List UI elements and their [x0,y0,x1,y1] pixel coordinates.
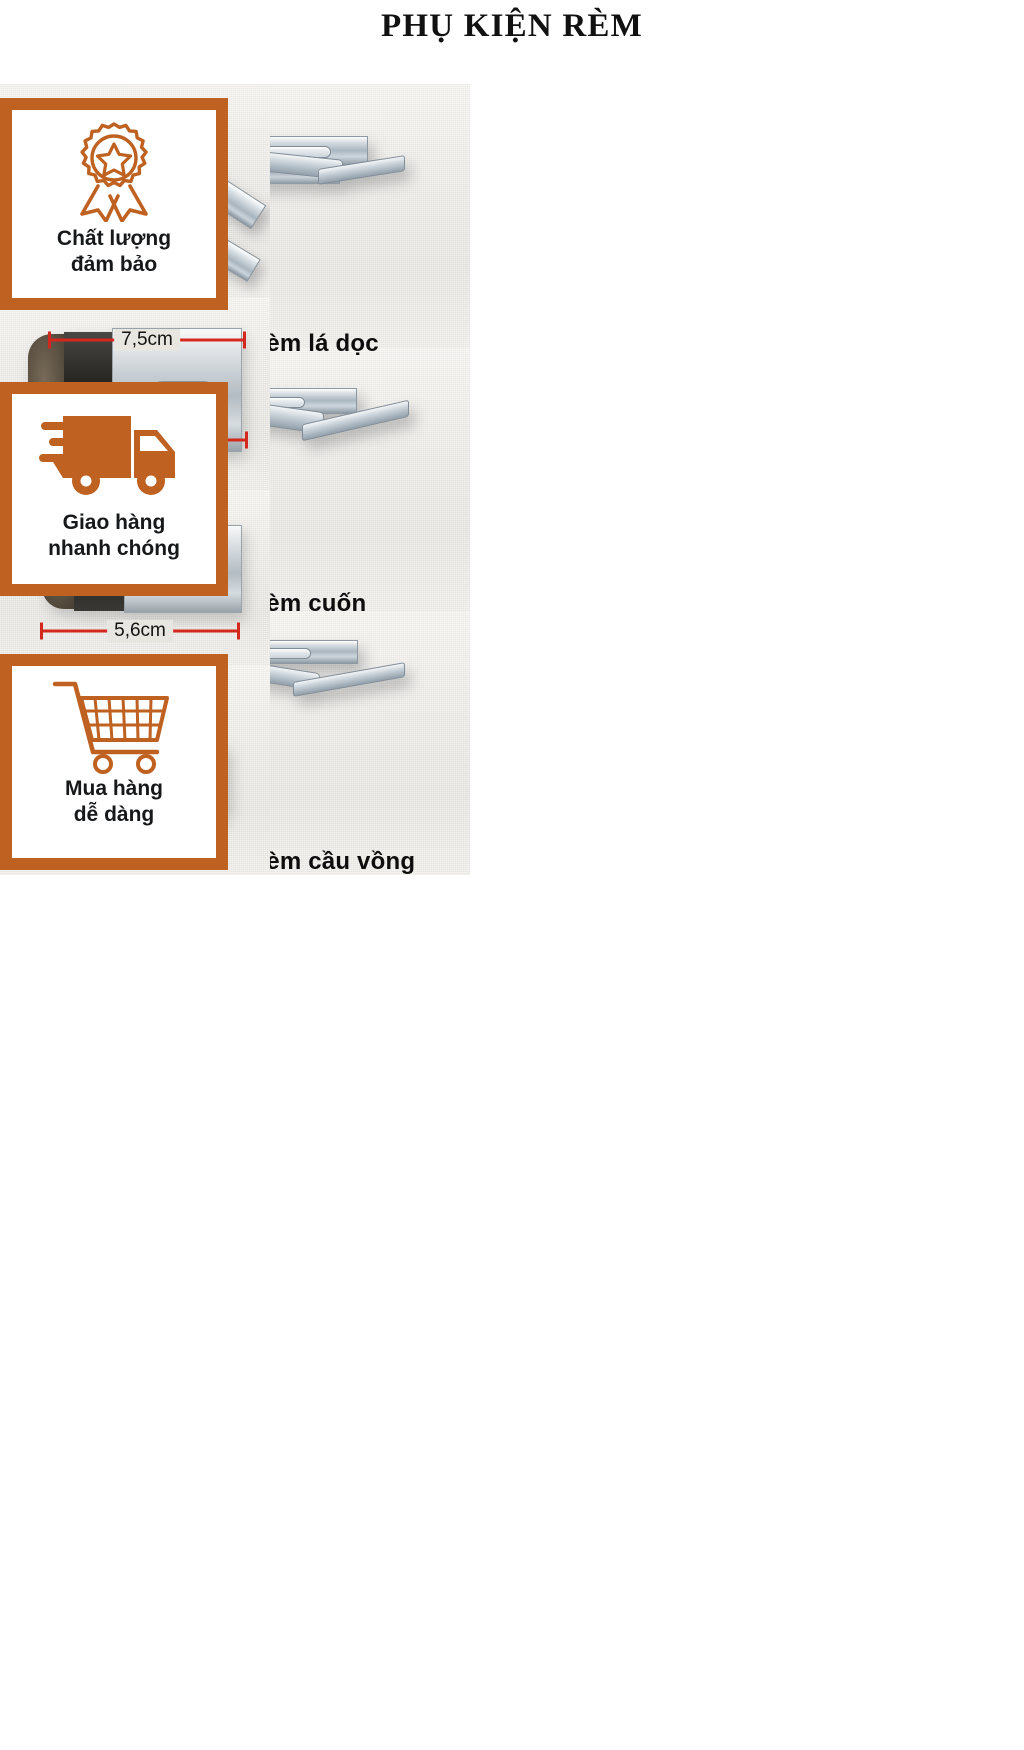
delivery-truck-icon [39,402,189,510]
benefits-badge-column: Chất lượng đảm bảo [0,98,271,1750]
column-gutter-right [747,84,753,875]
badge-purchase-label: Mua hàng dễ dàng [61,776,167,829]
content-area: bộ phụ kiện treo rèm lá dọc bộ phụ kiện … [0,84,1024,875]
quality-seal-ribbon-icon [68,118,160,226]
dimension-label: 5,6cm [107,620,173,642]
badge-delivery-line1: Giao hàng [62,511,166,534]
row-gutter-mid-3 [477,664,747,667]
badge-delivery-label: Giao hàng nhanh chóng [44,510,184,563]
badge-quality-label: Chất lượng đảm bảo [53,226,175,279]
badge-quality-guarantee[interactable]: Chất lượng đảm bảo [0,98,228,310]
shopping-cart-icon [49,676,179,776]
dimension-cap-left [48,331,51,349]
row-gutter-mid-2 [477,489,747,492]
badge-purchase-line1: Mua hàng [65,777,163,800]
dimension-cap-left [40,622,43,640]
page-title: PHỤ KIỆN RÈM [381,8,643,44]
middle-photo-column: 7,5cm 8cm 4,5cm [0,84,270,1666]
column-gutter-left [470,84,477,875]
dimension-cap-right [237,622,240,640]
dimension-label: 7,5cm [114,329,180,351]
dimension-cap-right [243,331,246,349]
row-gutter-mid-1 [477,296,747,299]
dimension-cap-right [245,431,248,449]
badge-quality-line1: Chất lượng [56,227,172,250]
badge-delivery-line2: nhanh chóng [48,537,180,561]
badge-quality-line2: đảm bảo [70,253,158,277]
bracket-clip-arm [293,662,405,697]
badge-purchase-line2: dễ dàng [73,803,155,827]
badge-easy-purchase[interactable]: Mua hàng dễ dàng [0,654,228,870]
badge-fast-delivery[interactable]: Giao hàng nhanh chóng [0,382,228,596]
